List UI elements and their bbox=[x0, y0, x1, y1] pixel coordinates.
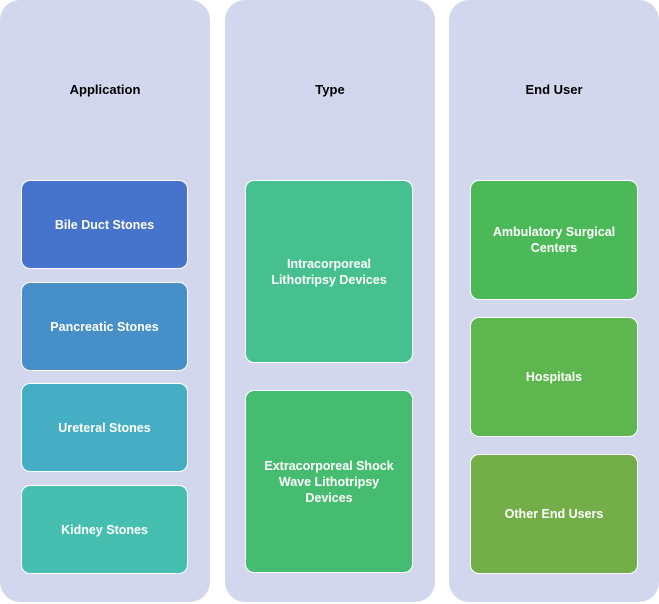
box-pancreatic-stones: Pancreatic Stones bbox=[21, 282, 188, 371]
box-label: Intracorporeal Lithotripsy Devices bbox=[271, 256, 387, 287]
box-label: Other End Users bbox=[504, 507, 604, 521]
box-label: Bile Duct Stones bbox=[54, 217, 155, 232]
box-hospitals: Hospitals bbox=[470, 317, 638, 437]
column-application: Application Bile Duct Stones Pancreatic … bbox=[0, 0, 210, 602]
column-end-user: End User Ambulatory Surgical Centers Hos… bbox=[449, 0, 659, 602]
box-label: Hospitals bbox=[525, 370, 583, 384]
box-label: Kidney Stones bbox=[61, 522, 148, 537]
box-label: Pancreatic Stones bbox=[50, 319, 159, 334]
box-other-end-users: Other End Users bbox=[470, 454, 638, 574]
box-bile-duct-stones: Bile Duct Stones bbox=[21, 180, 188, 269]
box-label: Extracorporeal Shock Wave Lithotripsy De… bbox=[264, 458, 394, 505]
box-label: Ambulatory Surgical Centers bbox=[492, 225, 616, 255]
box-ambulatory-surgical-centers: Ambulatory Surgical Centers bbox=[470, 180, 638, 300]
box-extracorporeal-shock-wave-lithotripsy: Extracorporeal Shock Wave Lithotripsy De… bbox=[245, 390, 413, 573]
box-ureteral-stones: Ureteral Stones bbox=[21, 383, 188, 472]
box-kidney-stones: Kidney Stones bbox=[21, 485, 188, 574]
column-title-application: Application bbox=[69, 82, 141, 97]
box-intracorporeal-lithotripsy: Intracorporeal Lithotripsy Devices bbox=[245, 180, 413, 363]
column-title-type: Type bbox=[315, 82, 345, 97]
box-label: Ureteral Stones bbox=[58, 420, 151, 435]
column-title-end-user: End User bbox=[525, 82, 583, 97]
column-type: Type Intracorporeal Lithotripsy Devices … bbox=[225, 0, 435, 602]
